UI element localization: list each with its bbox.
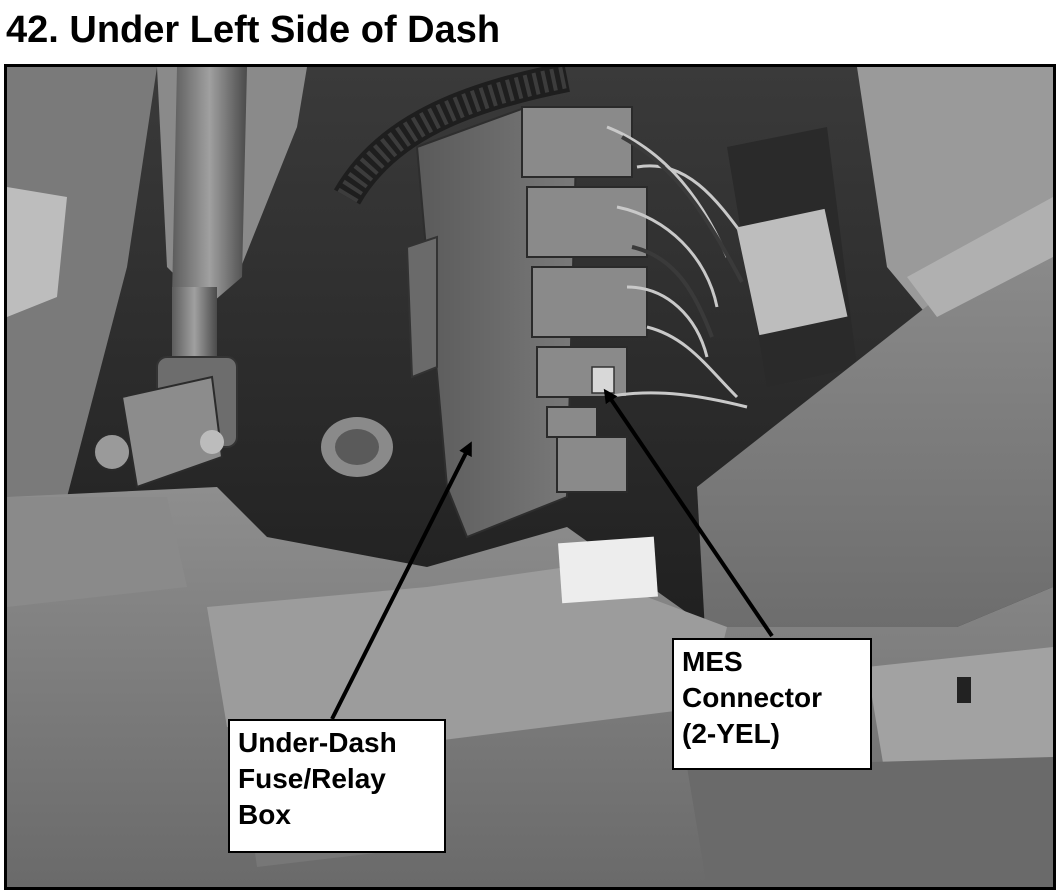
callout-line: (2-YEL) [682, 718, 780, 749]
callout-line: Fuse/Relay [238, 763, 386, 794]
left-trim-panel [7, 67, 157, 507]
callout-line: Box [238, 799, 291, 830]
callout-line: Under-Dash [238, 727, 397, 758]
fuse-box-callout: Under-Dash Fuse/Relay Box [228, 719, 446, 853]
dash-trim-panel [697, 207, 1053, 667]
mes-connector [591, 366, 615, 394]
steering-column [172, 67, 247, 307]
callout-line: Connector [682, 682, 822, 713]
mes-connector-callout: MES Connector (2-YEL) [672, 638, 872, 770]
callout-line: MES [682, 646, 743, 677]
page-title: 42. Under Left Side of Dash [6, 9, 501, 51]
photo-illustration [7, 67, 1053, 887]
dash-photo [4, 64, 1056, 890]
white-label [558, 536, 658, 604]
